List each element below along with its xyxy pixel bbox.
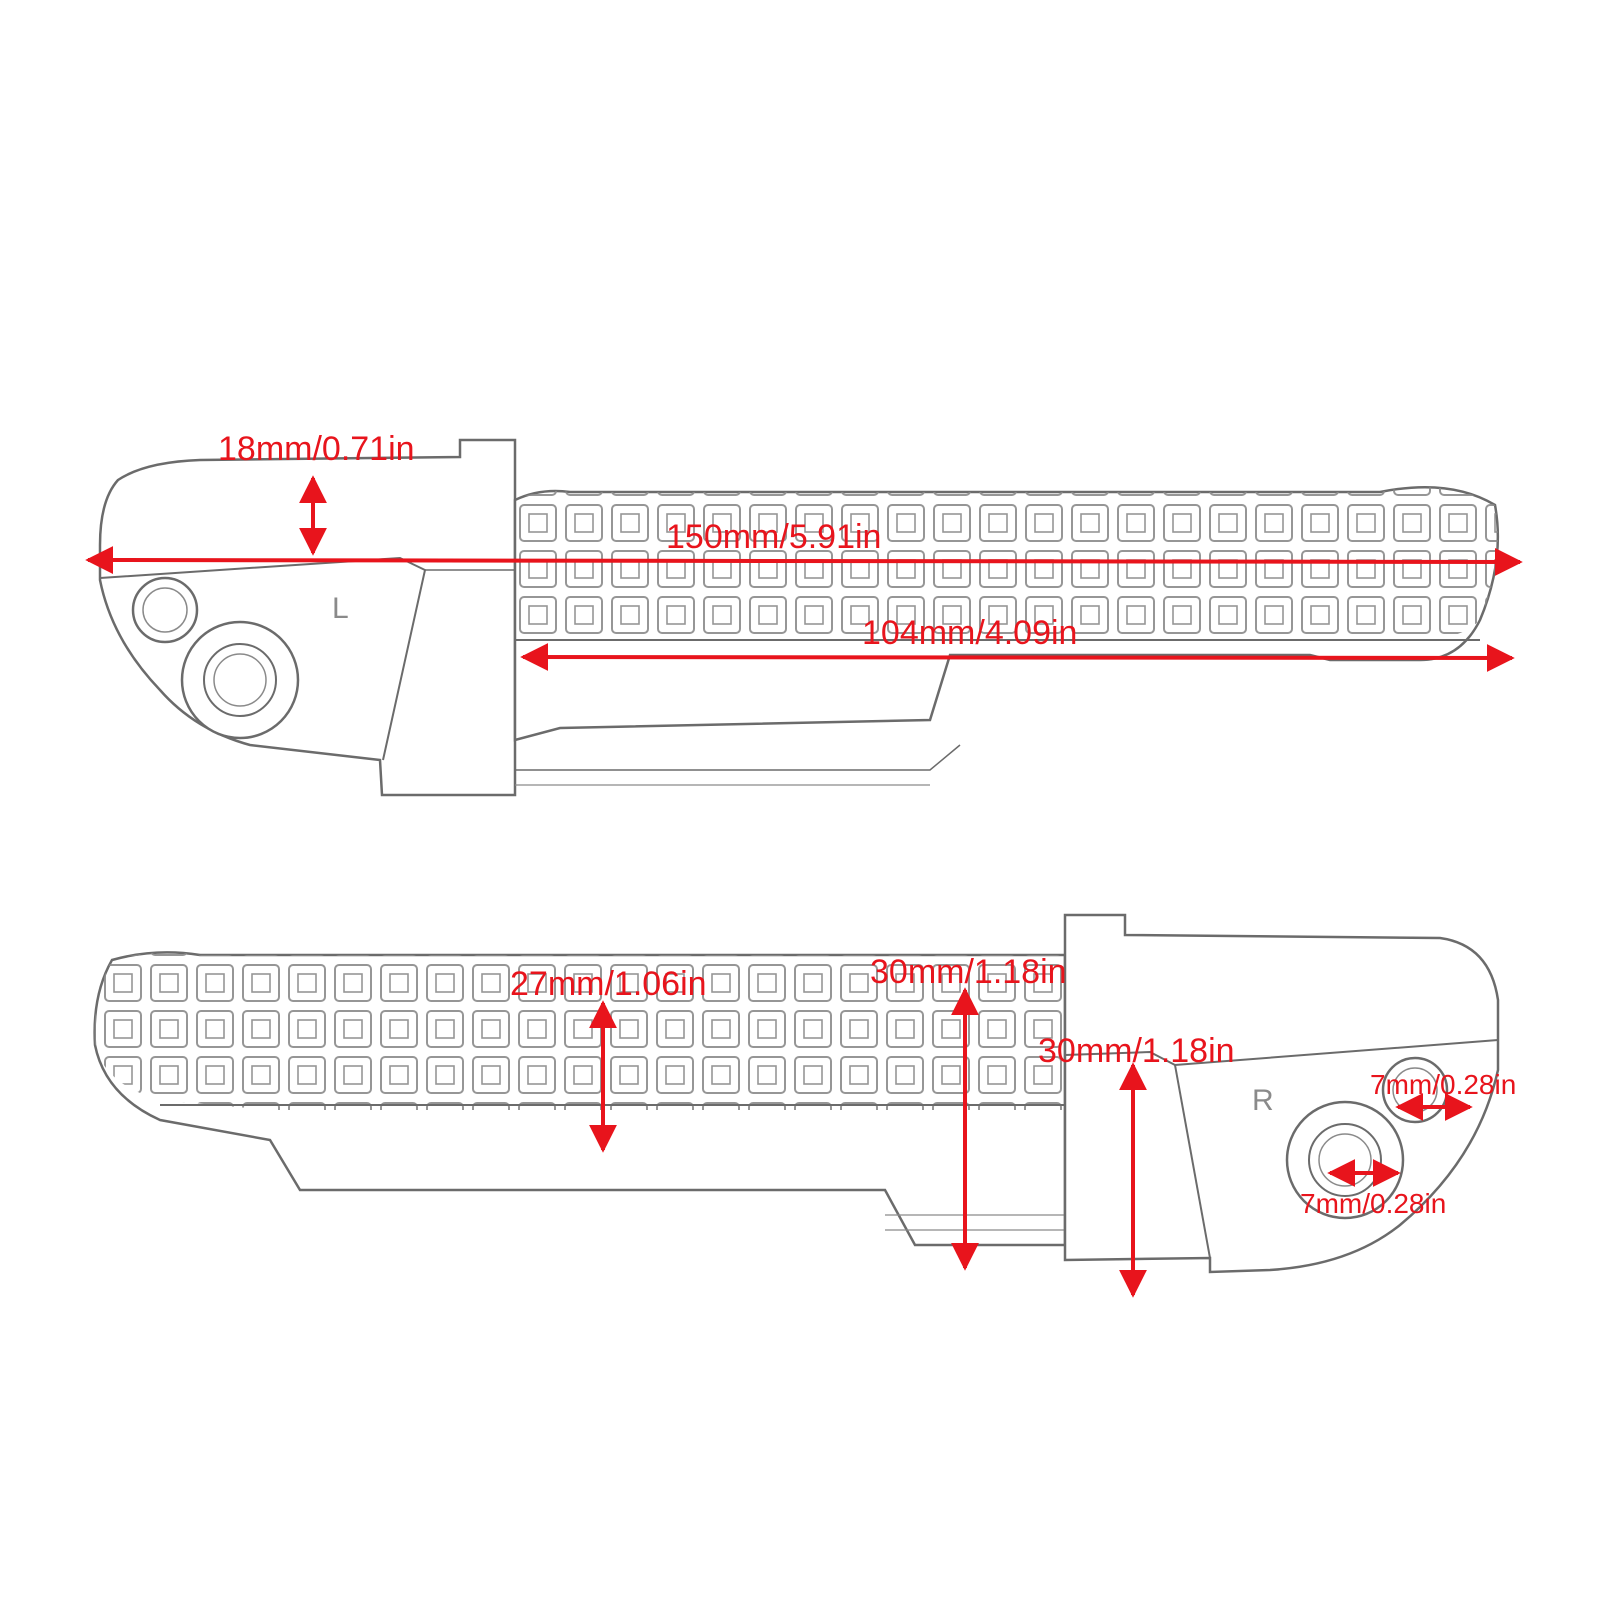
dimension-annotations [85,475,1523,1298]
hole-lower-label: 7mm/0.28in [1300,1188,1446,1219]
hole-upper-label: 7mm/0.28in [1370,1069,1516,1100]
right-peg-side-letter: R [1252,1084,1274,1117]
left-height-label: 18mm/0.71in [218,430,415,468]
grip-height-label: 27mm/1.06in [510,965,707,1003]
grip-length-label: 104mm/4.09in [862,614,1077,652]
left-peg-side-letter: L [332,592,349,625]
dimension-labels: 18mm/0.71in 150mm/5.91in 104mm/4.09in 27… [218,430,1516,1219]
left-footpeg: L [98,438,1500,797]
left-peg-hole-lower [180,620,300,740]
right-footpeg: R [93,913,1500,1274]
overall-length-arrow [85,546,1523,576]
grip-length-arrow [520,643,1515,672]
mount-height-label: 30mm/1.18in [1038,1032,1235,1070]
overall-length-label: 150mm/5.91in [666,518,881,556]
body-height-label: 30mm/1.18in [870,953,1067,991]
